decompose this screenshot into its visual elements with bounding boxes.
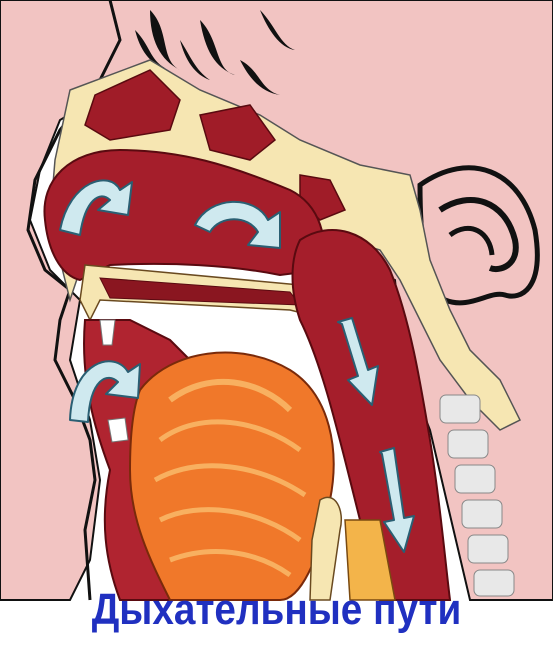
tongue	[130, 353, 334, 600]
diagram-caption: Дыхательные пути	[33, 585, 520, 635]
